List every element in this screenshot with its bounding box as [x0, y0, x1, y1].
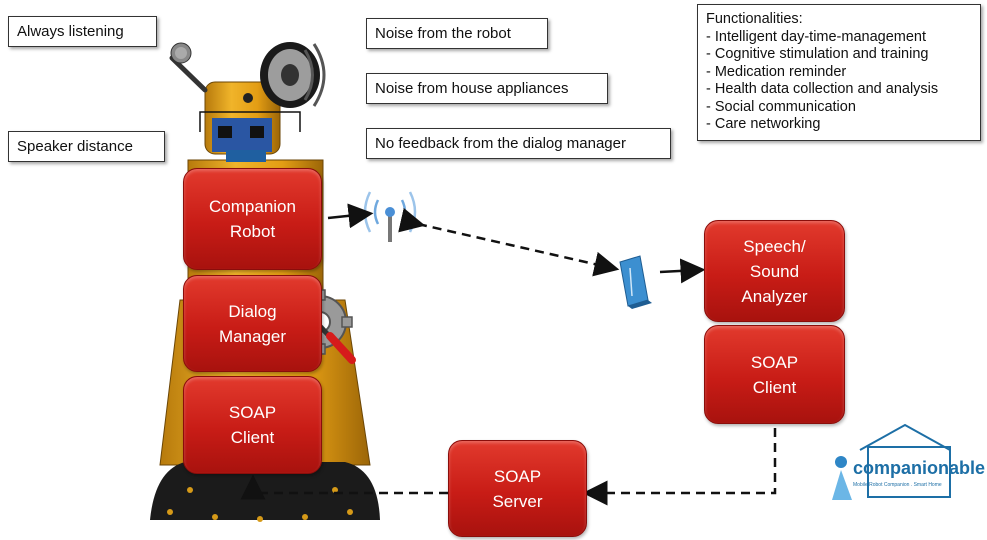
arrow-server-to-client	[240, 474, 448, 500]
functionalities-box: Functionalities: - Intelligent day-time-…	[697, 4, 981, 141]
functionality-item: - Intelligent day-time-management	[706, 28, 927, 45]
functionality-item: - Health data collection and analysis	[706, 81, 939, 97]
arrow-router-to-analyzer	[659, 258, 706, 284]
speaker-distance-label: Speaker distance	[8, 131, 165, 162]
companionable-logo-text: companionable	[853, 458, 986, 478]
speech-analyzer-block: Speech/ Sound Analyzer	[704, 220, 845, 322]
block-label-line: Speech/	[743, 236, 806, 256]
functionalities-title: Functionalities:	[706, 11, 803, 27]
block-label-line: Companion	[209, 197, 296, 216]
antenna-icon	[363, 191, 417, 242]
block-label-line: Client	[230, 428, 275, 447]
functionality-item: - Care networking	[706, 116, 821, 132]
arrow-antenna-router	[398, 207, 620, 277]
block-label-line: SOAP	[750, 352, 799, 372]
arrows	[240, 203, 777, 506]
house-logo-icon	[832, 423, 951, 500]
noise-robot-label: Noise from the robot	[366, 18, 548, 49]
soap-client-left-block: SOAP Client	[183, 376, 322, 474]
noise-appliances-label: Noise from house appliances	[366, 73, 608, 104]
functionality-item: - Social communication	[706, 98, 856, 115]
microphone-icon	[169, 42, 208, 93]
always-listening-label: Always listening	[8, 16, 157, 47]
dialog-manager-block: Dialog Manager	[183, 275, 322, 372]
block-label-line: Robot	[229, 222, 276, 241]
speaker-icon	[260, 42, 326, 108]
soap-client-right-block: SOAP Client	[704, 325, 845, 424]
block-label-line: Sound	[749, 261, 800, 281]
block-label-line: Server	[492, 491, 543, 511]
block-label-line: Manager	[218, 326, 287, 346]
block-label-line: Analyzer	[741, 286, 808, 306]
router-icon	[619, 255, 652, 309]
block-label-line: Dialog	[228, 301, 277, 321]
block-label-line: SOAP	[493, 466, 542, 486]
arrow-robot-to-antenna	[327, 203, 374, 229]
arrow-client-to-server	[582, 428, 777, 506]
functionality-item: - Medication reminder	[706, 63, 847, 80]
companion-robot-block: Companion Robot	[183, 168, 322, 270]
block-label-line: SOAP	[228, 403, 277, 422]
no-feedback-label: No feedback from the dialog manager	[366, 128, 671, 159]
soap-server-block: SOAP Server	[448, 440, 587, 537]
companionable-logo-tagline: Mobile Robot Companion . Smart Home	[853, 482, 942, 488]
functionality-item: - Cognitive stimulation and training	[706, 46, 929, 62]
block-label-line: Client	[752, 377, 797, 397]
